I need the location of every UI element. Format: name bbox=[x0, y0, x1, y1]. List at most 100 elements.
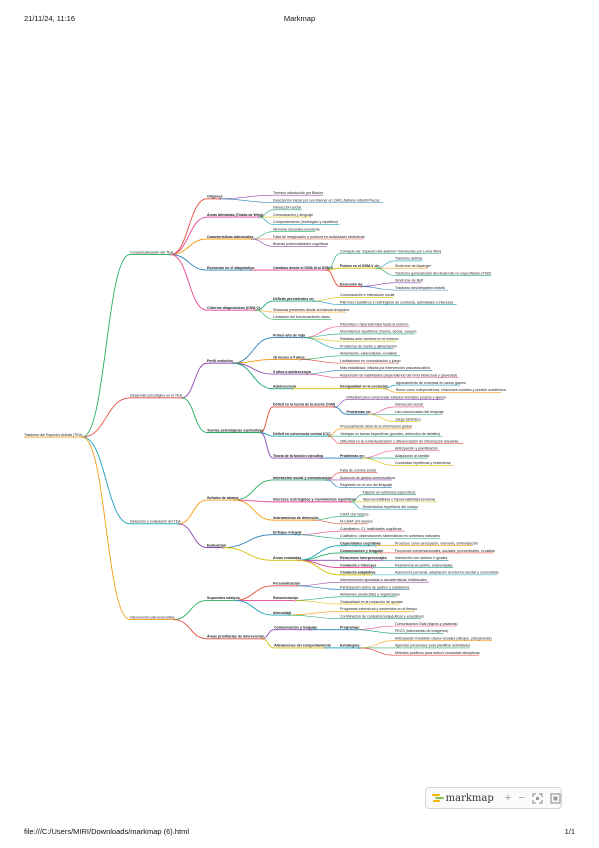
mindmap-node-label[interactable]: Gradualidad en la reducción de ayudas bbox=[340, 600, 403, 604]
mindmap-node-label[interactable]: Fijación en estímulos específicos bbox=[363, 490, 416, 494]
mindmap-node-label[interactable]: Conducta adaptativa bbox=[340, 571, 376, 575]
mindmap-node-label[interactable]: Criterios diagnósticos (DSM-V) bbox=[207, 306, 261, 310]
mindmap-node-label[interactable]: Descripción inicial por Leo Kanner en 19… bbox=[273, 198, 380, 202]
mindmap-node-label[interactable]: Problemas en: bbox=[347, 410, 372, 414]
mindmap-node-label[interactable]: Síntomas presentes desde la infancia tem… bbox=[273, 308, 349, 312]
mindmap-node-label[interactable]: Movimientos repetitivos (manos, dedos, c… bbox=[340, 330, 417, 334]
mindmap-node-label[interactable]: Déficit en la teoría de la mente (ToM) bbox=[273, 403, 336, 407]
mindmap-node-label[interactable]: Déficits persistentes en: bbox=[273, 297, 315, 301]
mindmap-node-label[interactable]: Participación activa de padres y cuidado… bbox=[340, 585, 410, 589]
mindmap-node-label[interactable]: Autonomía personal, adaptación al entorn… bbox=[395, 571, 499, 575]
mindmap-node-label[interactable]: Orígenes bbox=[207, 195, 223, 199]
markmap-logo-text[interactable]: markmap bbox=[445, 792, 494, 804]
mindmap-node-label[interactable]: Dificultad para comprender estados menta… bbox=[347, 395, 447, 399]
mindmap-node-label[interactable]: Relaciones interpersonales bbox=[340, 556, 387, 560]
mindmap-node-label[interactable]: Conductas repetitivas y restrictivas bbox=[395, 461, 451, 465]
mindmap-node-label[interactable]: Buenas potencialidades cognitivas bbox=[273, 242, 328, 246]
mindmap-node-label[interactable]: Cambios desde el DSM-III al DSM-V bbox=[273, 266, 334, 270]
mindmap-node-label[interactable]: Características adicionales bbox=[207, 235, 253, 239]
mindmap-node-label[interactable]: Funciones conversacionales, sociales, pr… bbox=[395, 549, 495, 553]
mindmap-node-label[interactable]: Pasividad o hiperactividad hacia el ento… bbox=[340, 322, 408, 326]
mindmap-node-label[interactable]: Más estabilidad; influida por intervenci… bbox=[340, 366, 430, 370]
mindmap-node-label[interactable]: Ambientes predecibles y organizados bbox=[340, 593, 400, 597]
mindmap-node-label[interactable]: Memoria mecánica excelente bbox=[273, 228, 320, 232]
mindmap-node-label[interactable]: Intensidad bbox=[273, 611, 291, 615]
mindmap-node-label[interactable]: Cuantitativo: CI, habilidades cognitivas bbox=[340, 527, 402, 531]
mindmap-node-label[interactable]: Desarrollo psicológico en el TEA bbox=[130, 394, 182, 398]
mindmap-node-label[interactable]: Estrategias: bbox=[340, 644, 361, 648]
mindmap-node-label[interactable]: Áreas prioritarias de intervención bbox=[207, 634, 264, 639]
mindmap-node-label[interactable]: 18 meses a 5 años bbox=[273, 355, 305, 359]
mindmap-node-label[interactable]: Trastorno desintegrativo infantil bbox=[395, 286, 445, 290]
mindmap-node-label[interactable]: Intereses restringidos y movimientos rep… bbox=[273, 498, 356, 502]
mindmap-node-label[interactable]: Problemas de sueño y alimentación bbox=[340, 344, 397, 348]
mindmap-node-label[interactable]: Falta de imaginación y pobreza en activi… bbox=[273, 235, 365, 239]
mindmap-node-label[interactable]: Adquisición de habilidades (dependiendo … bbox=[340, 374, 457, 378]
mindmap-node-label[interactable]: Comunicación y lenguaje bbox=[340, 549, 383, 553]
mindmap-node-label[interactable]: Áreas evaluadas bbox=[273, 555, 301, 560]
mindmap-node-label[interactable]: Ventajas en tareas específicas (puzzles,… bbox=[340, 432, 440, 436]
mindmap-node-label[interactable]: Concepto de "espectro del autismo" intro… bbox=[340, 249, 441, 253]
mindmap-node-label[interactable]: Regresión en el uso del lenguaje bbox=[340, 483, 392, 487]
mindmap-node-label[interactable]: Anticipación y planificación bbox=[395, 447, 438, 451]
mindmap-node-label[interactable]: Juego simbólico bbox=[395, 417, 421, 421]
mindmap-node-label[interactable]: Ausencia de gestos comunicativos bbox=[340, 476, 395, 480]
mindmap-node-label[interactable]: Conducta e intereses bbox=[340, 563, 376, 567]
mindmap-node-label[interactable]: Aislamiento, estereotipias, ecolalias bbox=[340, 352, 397, 356]
mindmap-node-label[interactable]: Dificultad en la contextualización y dif… bbox=[340, 439, 458, 443]
mindmap-node-label[interactable]: Teorías psicológicas explicativas bbox=[207, 428, 264, 432]
mindmap-node-label[interactable]: 5 años a adolescencia bbox=[273, 370, 312, 374]
mindmap-node-label[interactable]: Programas: bbox=[340, 625, 360, 629]
mindmap-node-label[interactable]: Interacción social bbox=[273, 206, 301, 210]
mindmap-node-label[interactable]: Trastorno generalizado del desarrollo no… bbox=[395, 271, 491, 275]
mindmap-node-label[interactable]: Interacción social bbox=[395, 403, 423, 407]
mindmap-node-label[interactable]: Déficit en coherencia central (CC) bbox=[273, 432, 331, 436]
mindmap-node-label[interactable]: Comunicación y lenguaje bbox=[274, 625, 317, 629]
mindmap-node-label[interactable]: Retos como independencia, relaciones soc… bbox=[396, 388, 506, 392]
mindmap-node-label[interactable]: Capacidades cognitivas bbox=[340, 541, 381, 545]
mindmap-node-label[interactable]: Personalización bbox=[273, 582, 300, 586]
mindmap-node-label[interactable]: Agravamiento de síntomas en casos graves bbox=[396, 381, 466, 385]
mindmap-node-label[interactable]: PECS (intercambio de imágenes) bbox=[395, 629, 448, 633]
mindmap-node-label[interactable]: Procesamiento débil de la información gl… bbox=[340, 425, 412, 429]
mindmap-node-label[interactable]: Limitaciones en comunicación y juego bbox=[340, 359, 401, 363]
mindmap-node-label[interactable]: Detección y evaluación del TEA bbox=[130, 520, 181, 524]
mindmap-node-label[interactable]: M-CHAT (24 meses) bbox=[340, 520, 373, 524]
mindmap-node-label[interactable]: Evaluación bbox=[207, 543, 226, 547]
mindmap-node-label[interactable]: Hipersensibilidad e hiposensibilidad sen… bbox=[363, 498, 436, 502]
mindmap-node-label[interactable]: Rabietas ante cambios en el entorno bbox=[340, 337, 399, 341]
mindmap-node-label[interactable]: Métodos positivos para reducir conductas… bbox=[395, 651, 480, 655]
mindmap-node-label[interactable]: Fusión en el DSM-V de: bbox=[340, 264, 380, 268]
mindmap-node-label[interactable]: Síndrome de Asperger bbox=[395, 264, 432, 268]
mindmap-node-label[interactable]: Primer año de vida bbox=[273, 333, 306, 337]
mindmap-node-label[interactable]: Falta de sonrisa social bbox=[340, 468, 376, 472]
mindmap-node-label[interactable]: Procesos como percepción, memoria, simbo… bbox=[395, 541, 478, 545]
mindmap-node-label[interactable]: Patrones repetitivos y restringidos de c… bbox=[340, 301, 453, 305]
mindmap-node-label[interactable]: Enfoque integral bbox=[273, 531, 301, 535]
mindmap-node-label[interactable]: Problemas en: bbox=[340, 454, 365, 458]
mindmap-node-label[interactable]: Teoría de la función ejecutiva bbox=[273, 454, 324, 458]
mindmap-node-label[interactable]: CHAT (18 meses) bbox=[340, 512, 368, 516]
mindmap-node-label[interactable]: Interacción con adultos e iguales bbox=[395, 556, 448, 560]
mindmap-node-label[interactable]: Combinación de contextos terapéuticos y … bbox=[340, 614, 424, 618]
mindmap-node-label[interactable]: Trastorno del Espectro Autista (TEA) bbox=[24, 433, 82, 437]
mindmap-node-label[interactable]: Desigualdad en la evolución bbox=[340, 384, 388, 388]
mindmap-node-label[interactable]: Programas extensivos y sostenidos en el … bbox=[340, 607, 417, 611]
mindmap-node-label[interactable]: Comunicación e interacción social bbox=[340, 293, 395, 297]
mindmap-node-label[interactable]: Uso comunicativo del lenguaje bbox=[395, 410, 444, 414]
mindmap-node-label[interactable]: Término introducido por Bleuler bbox=[273, 191, 324, 195]
mindmap-node-label[interactable]: Alteraciones del comportamiento bbox=[274, 644, 332, 648]
mindmap-node-label[interactable]: Perfil evolutivo bbox=[207, 359, 234, 363]
mindmap-node-label[interactable]: Agendas personales para planificar activ… bbox=[395, 644, 471, 648]
mindmap-node-label[interactable]: Instrumentos de detección bbox=[273, 516, 319, 520]
fit-window-button[interactable] bbox=[532, 792, 543, 804]
mindmap-node-label[interactable]: Síndrome de Rett bbox=[395, 279, 423, 283]
mindmap-node-label[interactable]: Cualitativo: observaciones sistemáticas … bbox=[340, 534, 440, 538]
mindmap-node-label[interactable]: Anticipación mediante claves visuales (d… bbox=[395, 636, 492, 640]
mindmap-node-label[interactable]: Intervenciones ajustadas a característic… bbox=[340, 578, 427, 582]
mindmap-node-label[interactable]: Comunicación y lenguaje bbox=[273, 213, 313, 217]
mindmap-node-label[interactable]: Comunicación Total (signos y palabras) bbox=[395, 622, 458, 626]
mindmap-node-label[interactable]: Movimientos repetitivos del cuerpo bbox=[363, 505, 418, 509]
mindmap-node-label[interactable]: Adolescencia bbox=[273, 384, 297, 388]
mindmap-node-label[interactable]: Limitación del funcionamiento diario bbox=[273, 315, 330, 319]
